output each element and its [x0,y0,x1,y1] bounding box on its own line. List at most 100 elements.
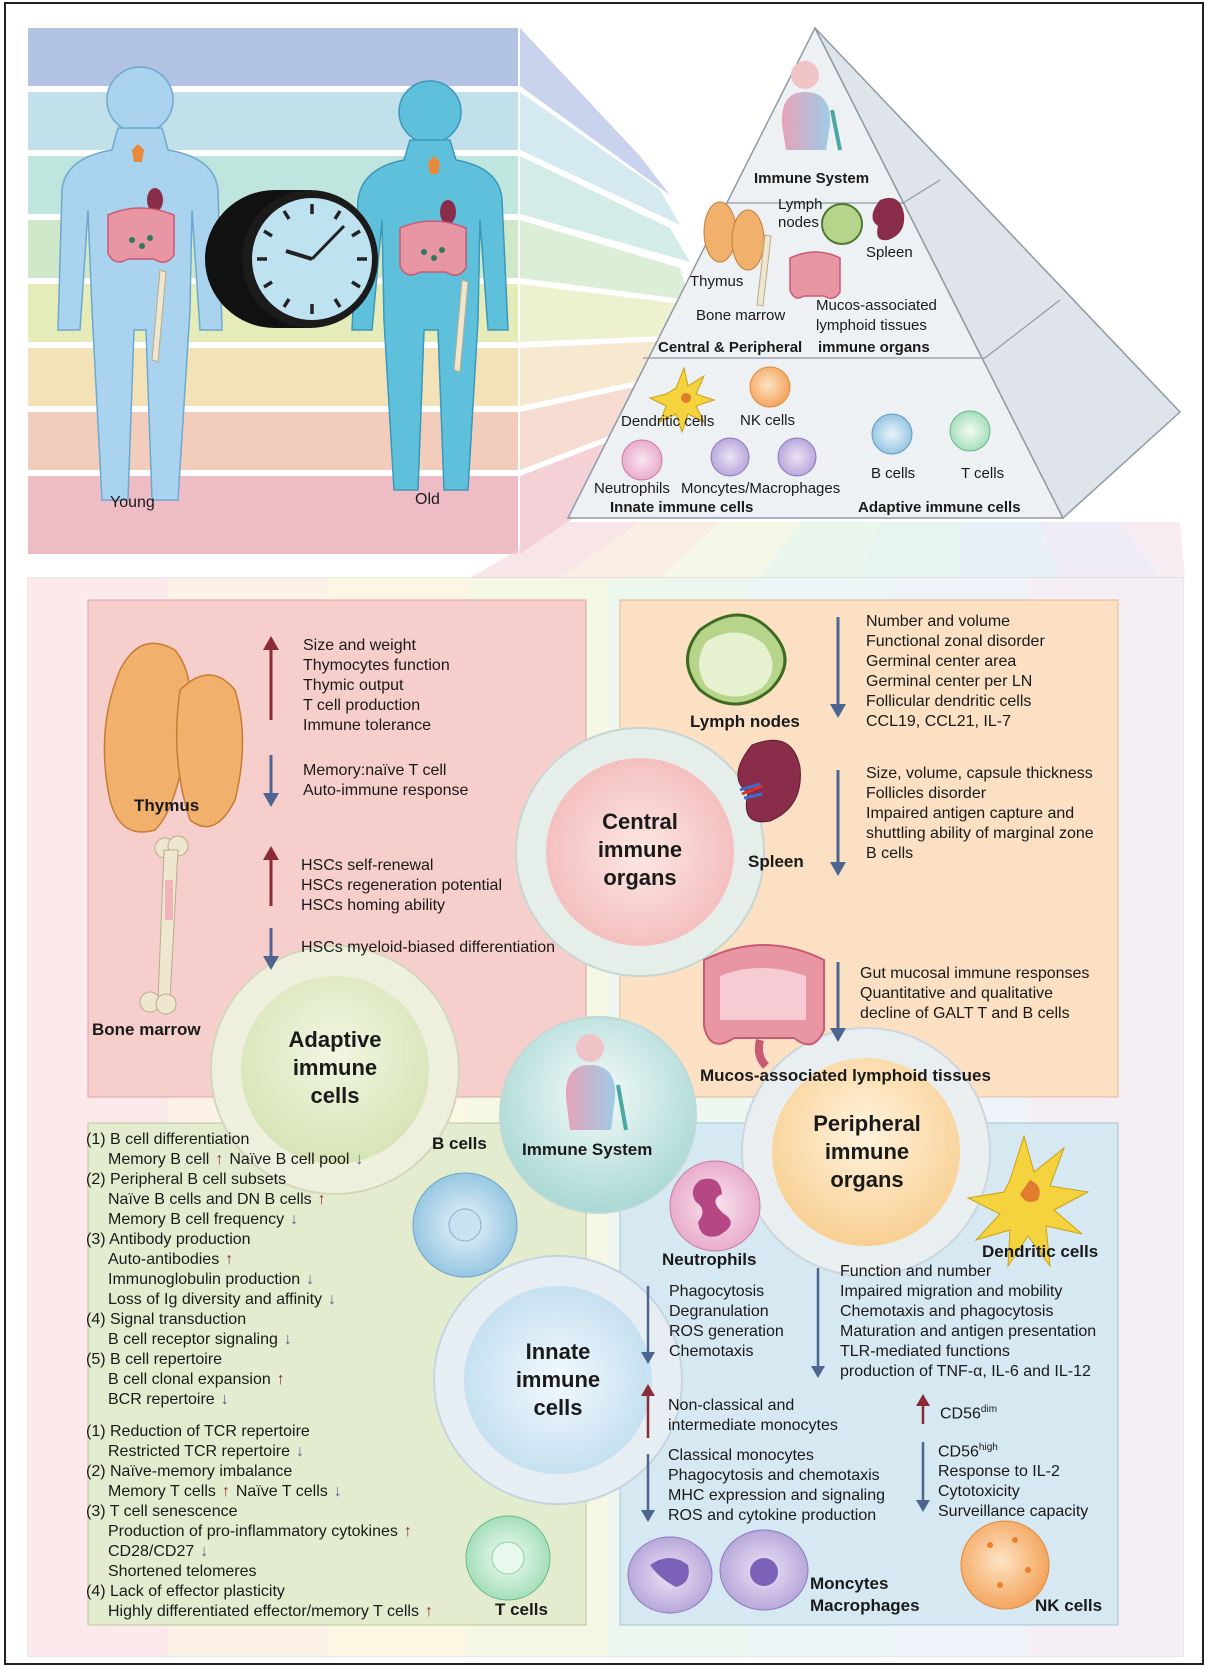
spleen-icon [737,739,801,823]
monocyte-down-item: Phagocytosis and chemotaxis [668,1467,880,1484]
change-text: (2) Naïve-memory imbalance [86,1463,293,1480]
bone-icon [139,835,189,1015]
spleen-item: Impaired antigen capture and [866,805,1075,822]
pyramid-thymus-icon [703,201,765,271]
pyramid-monocyte-icon-a [710,437,750,477]
immune-system-label: Immune System [522,1140,653,1159]
malt-decreased-list: Gut mucosal immune responses Quantitativ… [860,964,1089,1024]
pyramid-bone-icon [756,234,772,307]
nk-up-item: CD56dim [940,1404,998,1423]
thymus-label: Thymus [134,796,200,815]
increase-arrow-icon: ↑ [424,1603,433,1620]
macrophage-icon [719,1529,809,1611]
bone-marrow-up-item: HSCs regeneration potential [301,877,503,894]
pyramid-spleen-icon [872,197,905,241]
adaptive-cells-title: Adaptive immune cells [288,1027,382,1108]
monocyte-down-item: Classical monocytes [668,1447,814,1464]
change-text: Memory B cell frequency [108,1211,285,1228]
nk-down-item: Response to IL-2 [938,1463,1060,1481]
pyramid-neutrophils-label: Neutrophils [594,480,670,497]
old-body [351,80,509,491]
thymus-up-item: Immune tolerance [303,717,432,734]
dendritic-item: Maturation and antigen presentation [840,1323,1097,1340]
b-cell-change-line: B cell clonal expansion ↑ [86,1370,369,1390]
pyramid-dendritic-icon [648,366,716,434]
nk-decreased-list: CD56high Response to IL-2 Cytotoxicity S… [938,1438,1088,1522]
change-text: CD28/CD27 [108,1543,195,1560]
spleen-label: Spleen [748,852,804,871]
decrease-arrow-icon: ↓ [333,1483,342,1500]
spleen-decreased-list: Size, volume, capsule thickness Follicle… [866,764,1094,864]
pyramid-b-cell-icon [871,413,913,455]
monocyte-up-item: Non-classical and [668,1397,795,1414]
b-cell-change-line: Immunoglobulin production↓ [86,1270,369,1290]
thymus-decreased-list: Memory:naïve T cell Auto-immune response [303,761,468,801]
change-text: B cell receptor signaling [108,1331,278,1348]
malt-label: Mucos-associated lymphoid tissues [700,1066,991,1085]
decrease-arrow-icon: ↓ [328,1291,337,1308]
pyramid-t-cells-label: T cells [961,465,1005,482]
b-cells-label: B cells [432,1134,487,1153]
b-cell-change-line: BCR repertoire↓ [86,1390,369,1410]
young-label: Young [110,494,155,511]
monocyte-up-item: intermediate monocytes [668,1417,838,1434]
change-text: Naïve B cell pool [229,1151,350,1168]
change-text: (3) Antibody production [86,1231,251,1248]
pyramid-monocyte-icon-b [777,437,817,477]
lymph-item: Germinal center area [866,653,1017,670]
increase-arrow-icon: ↑ [403,1523,412,1540]
monocytes-increased-list: Non-classical and intermediate monocytes [668,1396,838,1436]
spleen-item: B cells [866,845,914,862]
b-cell-change-line: Memory B cell frequency ↓ [86,1210,369,1230]
dendritic-item: TLR-mediated functions [840,1343,1010,1360]
t-cell-change-line: Production of pro-inflammatory cytokines… [86,1522,439,1542]
b-cell-change-line: (5) B cell repertoire [86,1350,369,1370]
bone-marrow-label: Bone marrow [92,1020,201,1039]
b-cell-change-line: Auto-antibodies↑ [86,1250,369,1270]
pyramid-bone-marrow-label: Bone marrow [696,307,786,324]
change-text: Highly differentiated effector/memory T … [108,1603,419,1620]
increase-arrow-icon: ↑ [317,1191,326,1208]
nk-down-item: Cytotoxicity [938,1483,1020,1501]
elderly-person-icon-center [565,1034,628,1131]
thymus-down-item: Auto-immune response [303,782,469,799]
change-text: (1) B cell differentiation [86,1131,250,1148]
t-cell-change-line: CD28/CD27↓ [86,1542,439,1562]
t-cell-icon [465,1515,551,1601]
neutrophil-item: Chemotaxis [669,1343,754,1360]
body-organs [107,144,469,373]
thymus-up-item: Size and weight [303,637,416,654]
change-text: Auto-antibodies [108,1251,220,1268]
pyramid-intestine-icon [789,251,841,299]
b-cell-change-line: (3) Antibody production [86,1230,369,1250]
increase-arrow-icon: ↑ [276,1371,285,1388]
spleen-item: Size, volume, capsule thickness [866,765,1093,782]
t-cell-change-line: Shortened telomeres [86,1562,439,1582]
elderly-person-icon-top [781,61,842,151]
innate-cells-title: Innate immune cells [515,1339,601,1420]
t-cell-change-line: (4) Lack of effector plasticity [86,1582,439,1602]
monocyte-down-item: MHC expression and signaling [668,1487,885,1504]
pyramid-innate-caption: Innate immune cells [610,499,754,516]
decrease-arrow-icon: ↓ [355,1151,364,1168]
decrease-arrow-icon: ↓ [290,1211,299,1228]
pyramid-nk-icon [749,366,791,408]
pyramid-organs-caption-b: immune organs [818,339,930,356]
thymus-down-item: Memory:naïve T cell [303,762,447,779]
t-cell-change-line: Restricted TCR repertoire↓ [86,1442,439,1462]
change-text: B cell clonal expansion [108,1371,271,1388]
t-cell-change-line: (2) Naïve-memory imbalance [86,1462,439,1482]
old-label: Old [415,491,440,508]
pyramid-thymus-label: Thymus [690,273,744,290]
pyramid-title: Immune System [754,170,870,187]
b-cell-icon [412,1172,518,1278]
b-cell-change-line: Memory B cell↑Naïve B cell pool↓ [86,1150,369,1170]
lymph-item: Number and volume [866,613,1011,630]
change-text: Naïve B cells and DN B cells [108,1191,312,1208]
neutrophil-icon [669,1160,761,1252]
lymph-nodes-label: Lymph nodes [690,712,800,731]
dendritic-decreased-list: Function and number Impaired migration a… [840,1262,1096,1382]
malt-item: Gut mucosal immune responses [860,965,1090,982]
change-text: Loss of Ig diversity and affinity [108,1291,323,1308]
